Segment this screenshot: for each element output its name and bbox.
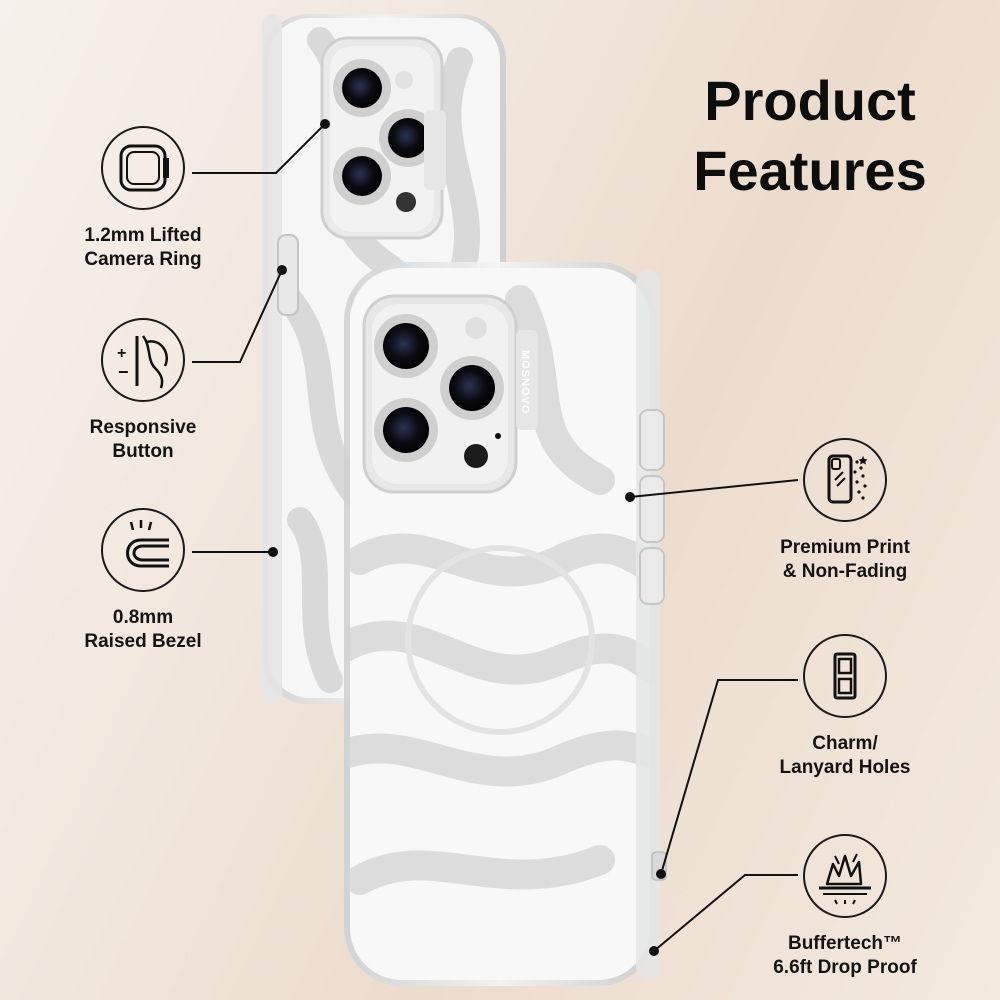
feature-label-line2: & Non-Fading xyxy=(782,561,908,582)
feature-label: Premium Print & Non-Fading xyxy=(750,536,940,584)
lanyard-holes-icon xyxy=(803,634,887,718)
feature-label-line1: Charm/ xyxy=(812,733,878,754)
feature-camera-ring: 1.2mm Lifted Camera Ring xyxy=(48,126,238,272)
feature-label-line1: Premium Print xyxy=(780,537,910,558)
feature-label-line2: Raised Bezel xyxy=(84,631,202,652)
feature-label-line2: Lanyard Holes xyxy=(779,757,911,778)
feature-label: 1.2mm Lifted Camera Ring xyxy=(48,224,238,272)
camera-ring-icon xyxy=(101,126,185,210)
brand-text: MOSNOVO xyxy=(519,350,531,414)
front-phone: MOSNOVO xyxy=(344,262,667,986)
feature-label: Charm/ Lanyard Holes xyxy=(750,732,940,780)
svg-text:+: + xyxy=(117,345,126,362)
feature-label-line2: Camera Ring xyxy=(84,249,202,270)
feature-label: Buffertech™ 6.6ft Drop Proof xyxy=(750,932,940,980)
feature-lanyard-holes: Charm/ Lanyard Holes xyxy=(750,634,940,780)
page-title: Product Features xyxy=(660,66,960,206)
title-line-1: Product xyxy=(704,69,916,132)
raised-bezel-icon xyxy=(101,508,185,592)
feature-label-line1: 0.8mm xyxy=(112,607,174,628)
phone-print-icon xyxy=(803,438,887,522)
feature-label-line1: 1.2mm Lifted xyxy=(84,225,202,246)
feature-label-line1: Buffertech™ xyxy=(787,933,902,954)
feature-drop-proof: Buffertech™ 6.6ft Drop Proof xyxy=(750,834,940,980)
feature-label: Responsive Button xyxy=(48,416,238,464)
feature-label-line2: 6.6ft Drop Proof xyxy=(773,957,917,978)
feature-raised-bezel: 0.8mm Raised Bezel xyxy=(48,508,238,654)
feature-label: 0.8mm Raised Bezel xyxy=(48,606,238,654)
drop-impact-icon xyxy=(803,834,887,918)
callout-dots xyxy=(268,119,666,956)
feature-label-line1: Responsive xyxy=(89,417,197,438)
feature-label-line2: Button xyxy=(112,441,174,462)
title-line-2: Features xyxy=(693,139,927,202)
feature-premium-print: Premium Print & Non-Fading xyxy=(750,438,940,584)
button-press-icon: + − xyxy=(101,318,185,402)
callout-lines xyxy=(192,123,799,952)
feature-responsive-button: + − Responsive Button xyxy=(48,318,238,464)
svg-text:−: − xyxy=(118,362,129,382)
